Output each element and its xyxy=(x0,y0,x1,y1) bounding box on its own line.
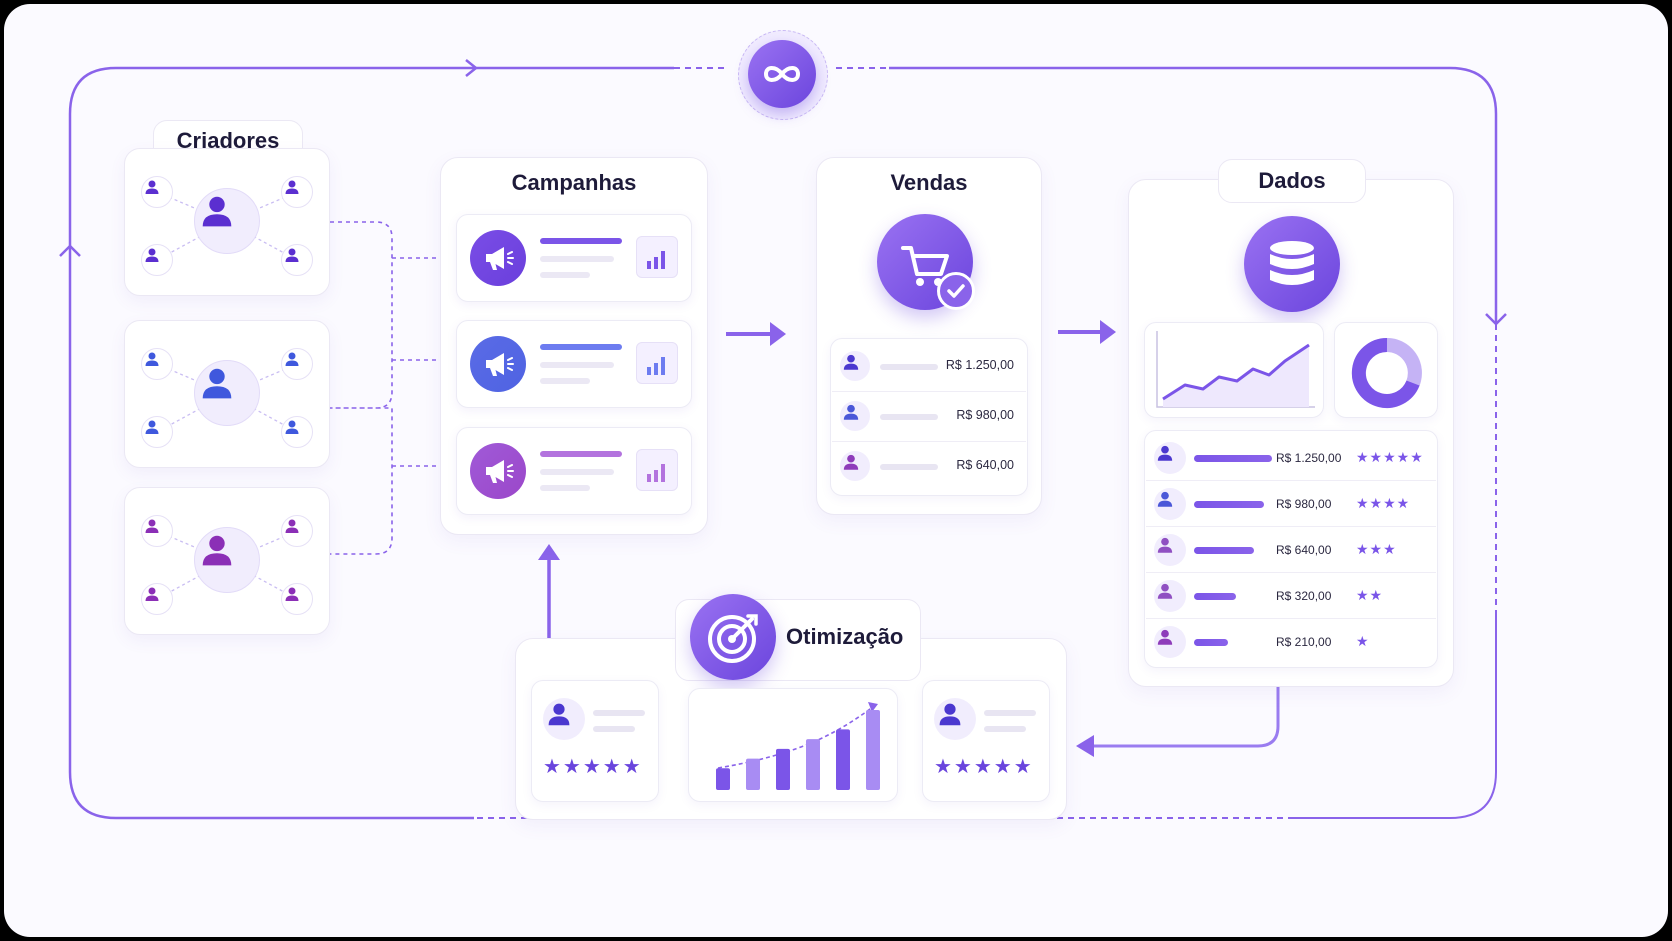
donut-chart-card xyxy=(1334,322,1438,418)
dados-value-bar xyxy=(1194,639,1228,646)
row-divider xyxy=(832,441,1026,442)
star-icon: ★★★★★ xyxy=(934,756,1034,778)
user-icon xyxy=(141,416,173,448)
dados-value-bar xyxy=(1194,455,1272,462)
creator-main-avatar xyxy=(194,188,260,254)
outer-loop-bottom-left xyxy=(68,564,474,820)
line-chart-icon xyxy=(1156,331,1315,408)
campaign-text-bar xyxy=(540,272,590,278)
outer-loop-top-right xyxy=(889,66,1498,324)
vendas-amount: R$ 1.250,00 xyxy=(945,358,1014,372)
dados-amount: R$ 1.250,00 xyxy=(1276,451,1342,465)
row-divider xyxy=(1146,480,1436,481)
user-icon xyxy=(1154,580,1186,612)
dados-amount: R$ 980,00 xyxy=(1276,497,1332,511)
campaign-title-bar xyxy=(540,344,622,350)
user-icon xyxy=(281,515,313,547)
campaign-text-bar xyxy=(540,362,614,368)
campaign-title-bar xyxy=(540,238,622,244)
vendas-amount: R$ 980,00 xyxy=(956,408,1014,422)
arrow-dados-otimizacao xyxy=(1090,686,1280,748)
user-icon xyxy=(141,176,173,208)
star-icon: ★ xyxy=(1356,633,1370,649)
user-icon xyxy=(281,416,313,448)
row-divider xyxy=(1146,526,1436,527)
star-icon: ★★★★★ xyxy=(1356,449,1424,465)
database-icon xyxy=(1244,216,1340,312)
check-icon xyxy=(937,272,975,310)
growth-bar xyxy=(746,758,760,790)
megaphone-icon xyxy=(470,230,526,286)
profile-text-bar xyxy=(593,726,635,732)
bar-chart-icon xyxy=(636,449,678,491)
user-icon xyxy=(141,244,173,276)
infinity-icon xyxy=(748,40,816,108)
line-chart-card xyxy=(1144,322,1324,418)
vendas-title: Vendas xyxy=(890,170,968,195)
star-icon: ★★★★★ xyxy=(543,756,643,778)
dados-amount: R$ 320,00 xyxy=(1276,589,1332,603)
growth-bar xyxy=(806,739,820,790)
growth-bar xyxy=(716,768,730,790)
donut-chart-icon xyxy=(1351,337,1422,408)
campaign-title-bar xyxy=(540,451,622,457)
user-icon xyxy=(141,583,173,615)
user-icon xyxy=(141,515,173,547)
growth-bar xyxy=(836,729,850,790)
dados-amount: R$ 640,00 xyxy=(1276,543,1332,557)
star-icon: ★★★ xyxy=(1356,541,1397,557)
dados-title: Dados xyxy=(1218,159,1366,203)
user-icon xyxy=(840,401,870,431)
bar-chart-icon xyxy=(636,236,678,278)
vendas-placeholder-bar xyxy=(880,414,938,420)
profile-text-bar xyxy=(984,710,1036,716)
otimizacao-title: Otimização xyxy=(786,624,904,649)
user-icon xyxy=(141,348,173,380)
campaign-text-bar xyxy=(540,256,614,262)
campaign-text-bar xyxy=(540,485,590,491)
growth-bar xyxy=(866,710,880,790)
user-icon xyxy=(281,176,313,208)
megaphone-icon xyxy=(470,336,526,392)
growth-bar-chart xyxy=(688,688,898,802)
dados-amount: R$ 210,00 xyxy=(1276,635,1332,649)
user-icon xyxy=(281,348,313,380)
user-icon xyxy=(1154,626,1186,658)
vendas-placeholder-bar xyxy=(880,364,938,370)
user-icon xyxy=(543,698,585,740)
target-icon xyxy=(690,594,776,680)
profile-text-bar xyxy=(593,710,645,716)
diagram-canvas: Criadores Campanhas Vendas Dados xyxy=(4,4,1668,937)
creator-main-avatar xyxy=(194,527,260,593)
growth-bar xyxy=(776,748,790,790)
row-divider xyxy=(832,391,1026,392)
star-icon: ★★★★ xyxy=(1356,495,1411,511)
user-icon xyxy=(281,583,313,615)
user-icon xyxy=(1154,534,1186,566)
megaphone-icon xyxy=(470,443,526,499)
bar-chart-icon xyxy=(636,342,678,384)
vendas-placeholder-bar xyxy=(880,464,938,470)
dados-value-bar xyxy=(1194,501,1264,508)
user-icon xyxy=(281,244,313,276)
star-icon: ★★ xyxy=(1356,587,1384,603)
outer-loop-right-bottom xyxy=(1294,614,1497,819)
vendas-amount: R$ 640,00 xyxy=(956,458,1014,472)
dados-value-bar xyxy=(1194,593,1236,600)
creator-main-avatar xyxy=(194,360,260,426)
user-icon xyxy=(1154,442,1186,474)
dados-value-bar xyxy=(1194,547,1254,554)
profile-text-bar xyxy=(984,726,1026,732)
row-divider xyxy=(1146,572,1436,573)
dados-ranking-table xyxy=(1144,430,1438,668)
user-icon xyxy=(840,451,870,481)
campaign-text-bar xyxy=(540,469,614,475)
row-divider xyxy=(1146,618,1436,619)
user-icon xyxy=(1154,488,1186,520)
user-icon xyxy=(934,698,976,740)
outer-loop-top-left xyxy=(68,66,674,564)
campanhas-title: Campanhas xyxy=(511,170,637,195)
user-icon xyxy=(840,351,870,381)
campaign-text-bar xyxy=(540,378,590,384)
